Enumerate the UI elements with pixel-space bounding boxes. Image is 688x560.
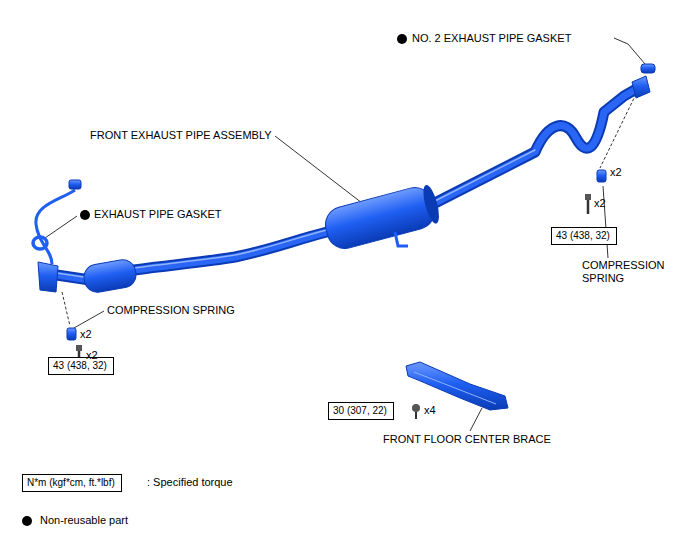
flange (632, 76, 650, 98)
leader-lines (45, 38, 645, 431)
part-name: FRONT FLOOR CENTER BRACE (383, 433, 551, 446)
gasket (33, 237, 47, 249)
muffler (321, 182, 442, 252)
bolt (585, 194, 591, 214)
spring (67, 328, 76, 340)
bolt (412, 404, 420, 419)
torque-box: 43 (438, 32) (551, 227, 617, 245)
front-exhaust-pipe (50, 88, 638, 280)
part-name: : Specified torque (147, 476, 233, 489)
quantity: x4 (424, 404, 436, 417)
part-name: EXHAUST PIPE GASKET (94, 208, 222, 221)
hanger (395, 232, 408, 246)
part-name: COMPRESSION SPRING (107, 304, 235, 317)
part-name: FRONT EXHAUST PIPE ASSEMBLY (90, 129, 272, 142)
torque-box: N*m (kgf*cm, ft.*lbf) (22, 474, 122, 492)
quantity: x2 (80, 328, 92, 341)
part-name: COMPRESSION SPRING (582, 259, 666, 285)
quantity: x2 (610, 166, 622, 179)
part-name: NO. 2 EXHAUST PIPE GASKET (412, 32, 571, 45)
flange (38, 262, 58, 292)
legend-text: Non-reusable part (40, 514, 128, 527)
spring (597, 170, 606, 182)
torque-value: 43 (438, 32) (552, 228, 616, 244)
quantity: x2 (86, 349, 98, 362)
torque-value: 30 (307, 22) (329, 403, 393, 419)
torque-value: N*m (kgf*cm, ft.*lbf) (23, 475, 121, 491)
non-reusable-dot (80, 210, 90, 220)
oxygen-sensor (36, 180, 81, 264)
gasket (641, 64, 655, 73)
legend-dot (22, 516, 32, 526)
front-floor-center-brace (406, 362, 508, 410)
torque-box: 43 (438, 32) (48, 357, 114, 375)
torque-value: 43 (438, 32) (49, 358, 113, 374)
non-reusable-dot (397, 34, 407, 44)
quantity: x2 (594, 197, 606, 210)
catalytic-converter (82, 258, 138, 295)
torque-box: 30 (307, 22) (328, 402, 394, 420)
